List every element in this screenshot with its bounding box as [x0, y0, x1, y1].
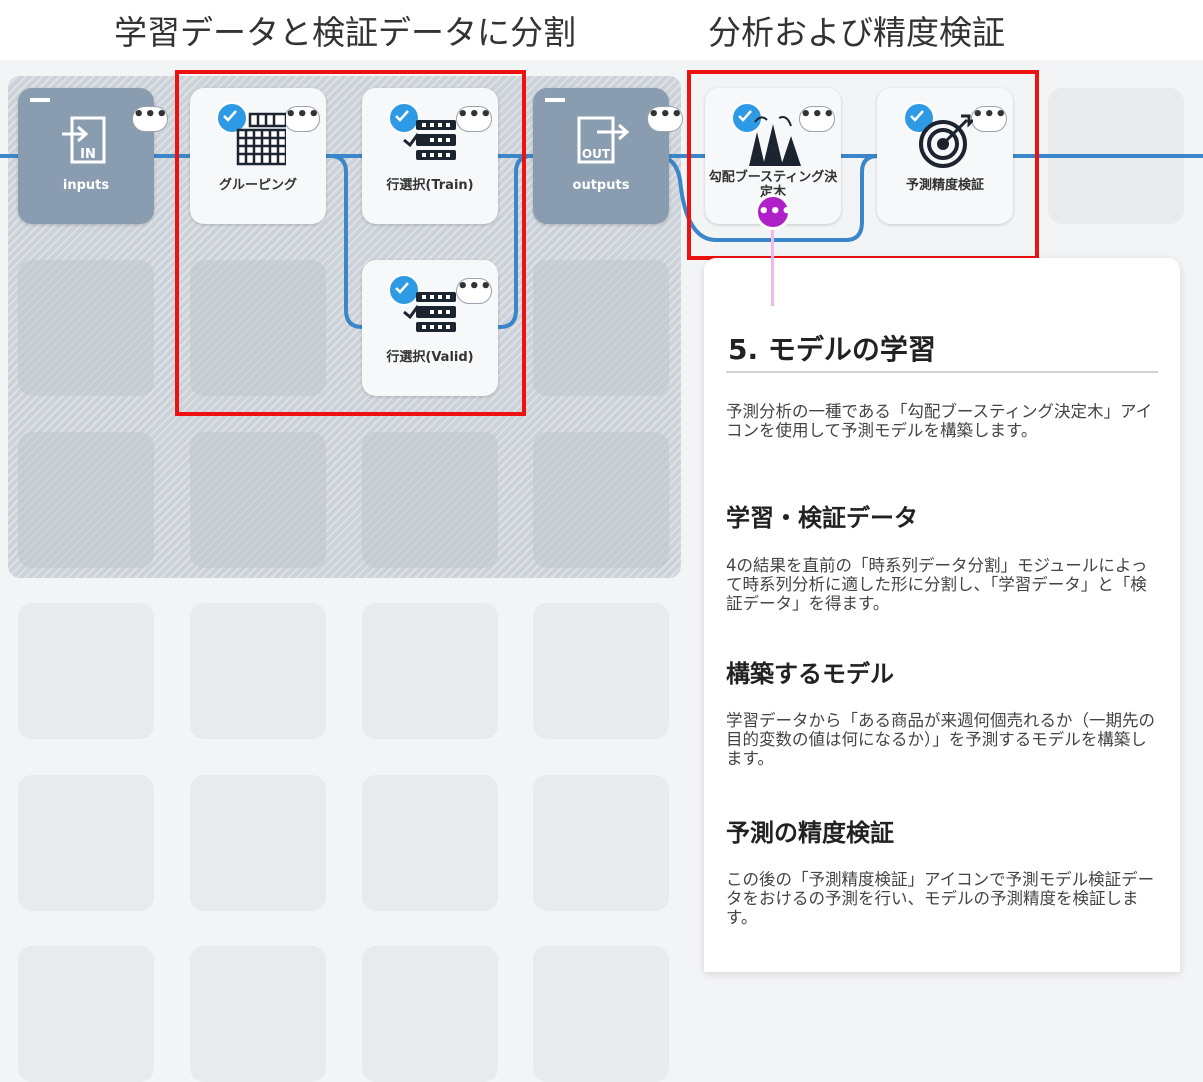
node-outputs[interactable]: ••• OUT outputs — [533, 88, 683, 224]
popup-pointer — [771, 230, 774, 306]
node-label: グルーピング — [218, 178, 297, 193]
more-button[interactable]: ••• — [799, 106, 835, 132]
input-icon: IN — [62, 116, 106, 164]
input-icon-text: IN — [80, 147, 96, 162]
more-button[interactable]: ••• — [647, 106, 683, 132]
empty-slot — [533, 432, 669, 568]
empty-slot — [18, 775, 154, 911]
check-icon — [388, 274, 420, 306]
empty-slot — [18, 260, 154, 396]
more-button[interactable]: ••• — [284, 106, 320, 132]
node-label: inputs — [62, 178, 110, 193]
row-select-icon — [403, 120, 456, 160]
empty-slot — [362, 775, 498, 911]
section-heading: 予測の精度検証 — [726, 819, 894, 847]
section-heading: 構築するモデル — [726, 660, 894, 688]
highlight-split-box — [175, 70, 526, 416]
caption-split-data: 学習データと検証データに分割 — [0, 0, 690, 60]
node-prediction-accuracy[interactable]: ••• 予測精度検証 — [877, 88, 1013, 224]
more-button[interactable]: ••• — [971, 106, 1007, 132]
row-select-icon — [403, 292, 456, 332]
collapse-icon[interactable] — [30, 98, 50, 102]
empty-slot — [18, 946, 154, 1082]
more-button[interactable]: ••• — [456, 278, 492, 304]
empty-slot — [362, 946, 498, 1082]
node-row-select-train[interactable]: ••• 行選択(Train) — [362, 88, 498, 224]
node-label: 行選択(Train) — [386, 178, 474, 193]
check-icon — [388, 102, 420, 134]
target-icon — [919, 114, 973, 168]
output-icon-text: OUT — [582, 147, 611, 161]
empty-slot — [533, 603, 669, 739]
empty-slot — [362, 432, 498, 568]
more-button[interactable]: ••• — [132, 106, 168, 132]
empty-slot — [1048, 88, 1184, 224]
empty-slot — [190, 260, 326, 396]
node-gradient-boosting[interactable]: ••• 勾配ブースティング決定木 — [705, 88, 841, 224]
empty-slot — [18, 432, 154, 568]
output-icon: OUT — [577, 116, 629, 164]
section-heading: 学習・検証データ — [726, 504, 918, 532]
node-grouping[interactable]: ••• グルーピング — [190, 88, 326, 224]
empty-slot — [190, 775, 326, 911]
panel-title: 5. モデルの学習 — [728, 333, 936, 366]
section-body: 学習データから「ある商品が来週何個売れるか（一期先の目的変数の値は何になるか）」… — [726, 711, 1155, 768]
empty-slot — [533, 946, 669, 1082]
caption-analysis: 分析および精度検証 — [690, 0, 1203, 60]
empty-slot — [190, 603, 326, 739]
node-label: 予測精度検証 — [905, 178, 984, 193]
grid-icon — [236, 112, 286, 166]
section-body: この後の「予測精度検証」アイコンで予測モデル検証データをおけるの予測を行い、モデ… — [726, 870, 1155, 927]
check-icon — [216, 102, 248, 134]
highlight-analysis-box — [687, 70, 1039, 260]
empty-slot — [533, 260, 669, 396]
collapse-icon[interactable] — [545, 98, 565, 102]
more-button[interactable]: ••• — [456, 106, 492, 132]
empty-slot — [18, 603, 154, 739]
empty-slot — [533, 775, 669, 911]
divider — [726, 371, 1158, 373]
info-panel: 5. モデルの学習 予測分析の一種である「勾配ブースティング決定木」アイコンを使… — [704, 258, 1180, 972]
tree-icon — [749, 116, 801, 166]
panel-intro: 予測分析の一種である「勾配ブースティング決定木」アイコンを使用して予測モデルを構… — [726, 402, 1153, 440]
node-label: outputs — [572, 178, 630, 193]
node-inputs[interactable]: ••• IN inputs — [18, 88, 168, 224]
node-row-select-valid[interactable]: ••• 行選択(Valid) — [362, 260, 498, 396]
empty-slot — [362, 603, 498, 739]
empty-slot — [190, 946, 326, 1082]
empty-slot — [190, 432, 326, 568]
popup-more-button[interactable]: ••• — [755, 194, 793, 230]
section-body: 4の結果を直前の「時系列データ分割」モジュールによって時系列分析に適した形に分割… — [726, 556, 1148, 613]
node-label: 行選択(Valid) — [386, 350, 474, 365]
